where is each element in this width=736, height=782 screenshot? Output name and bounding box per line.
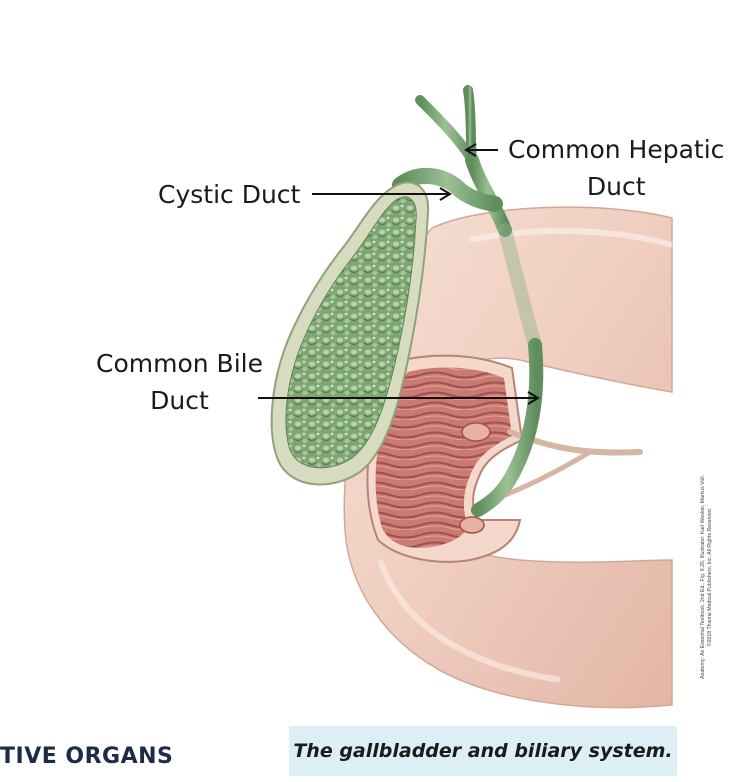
pancreatic-duct-branch [502,449,593,498]
leader-lines [258,143,540,405]
gallbladder-mucosa [285,196,417,469]
section-title: TIVE ORGANS [0,744,174,769]
gallbladder [270,181,430,486]
common-bile-duct-label: Common Bile Duct [96,345,263,419]
common-hepatic-label-line1: Common Hepatic [508,135,725,164]
duodenum-shadow [469,227,673,248]
cystic-duct-tube [392,167,503,212]
cystic-duct-label: Cystic Duct [158,176,300,213]
caption-box: The gallbladder and biliary system. [289,726,677,776]
duodenum [343,206,673,709]
common-bile-duct [471,338,544,517]
minor-duodenal-papilla [459,516,485,534]
common-bile-label-line2: Duct [150,386,209,415]
cystic-duct-arrowhead [439,187,452,201]
credit-line2: ©2018 Thieme Medical Publishers, Inc. Al… [707,507,713,647]
common-hepatic-arrowhead [464,143,477,157]
common-hepatic-label-line2: Duct [586,172,646,201]
hepatic-duct-left [415,95,477,165]
duodenum-outer-body [343,206,673,709]
figure-caption: The gallbladder and biliary system. [293,740,673,762]
common-hepatic-duct-label: Common Hepatic Duct [508,131,724,205]
biliary-ducts [392,85,544,517]
credit-line1: Anatomy: An Essential Textbook, 2nd Ed.,… [700,475,706,679]
cystic-duct-label-text: Cystic Duct [158,180,301,209]
image-credit: Anatomy: An Essential Textbook, 2nd Ed.,… [700,442,714,712]
duodenum-shadow [377,559,561,683]
common-bile-label-line1: Common Bile [96,349,263,378]
common-bile-arrowhead [527,391,540,405]
duodenum-lumen [375,367,512,548]
common-bile-duct-behind [498,223,542,352]
major-duodenal-papilla [461,422,491,442]
